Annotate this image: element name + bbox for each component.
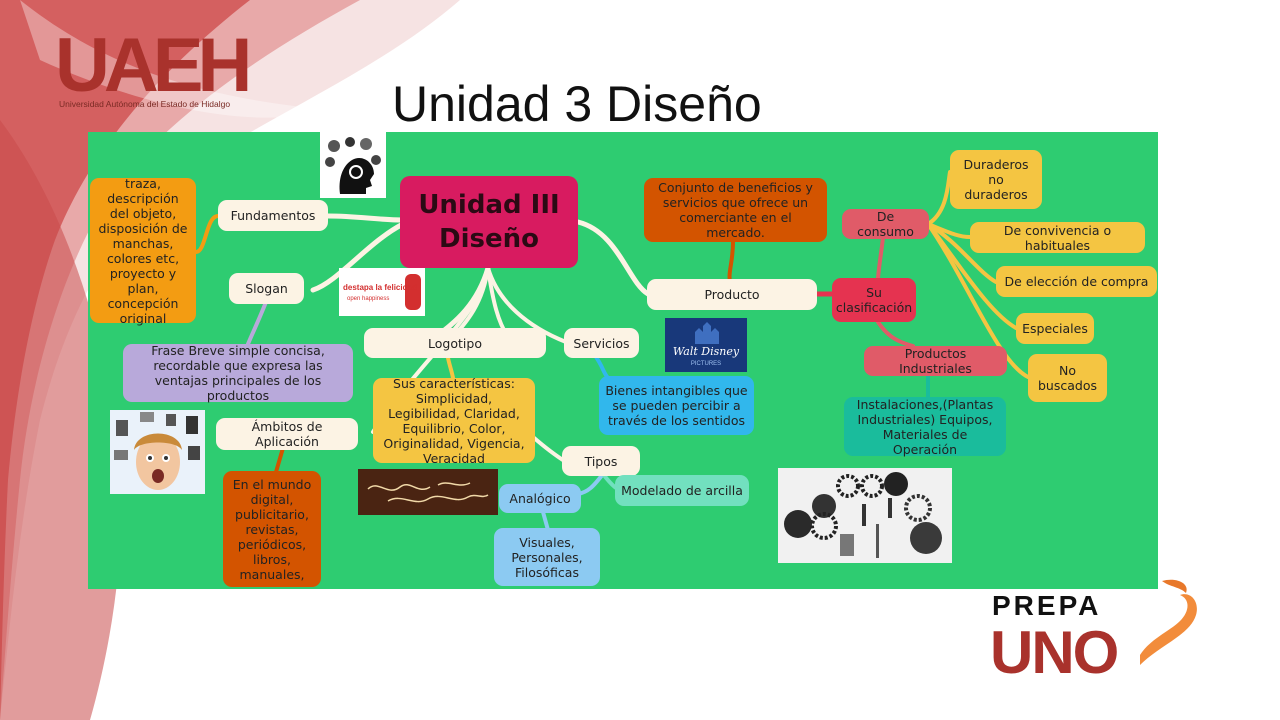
neon-sign-image — [358, 469, 498, 515]
consumo-item-no-buscados: No buscados — [1028, 354, 1107, 402]
visuales-detail: Visuales, Personales, Filosóficas — [494, 528, 600, 586]
consumo-item-duraderos: Duraderos no duraderos — [950, 150, 1042, 209]
tipos-node[interactable]: Tipos — [562, 446, 640, 476]
consumo-item-eleccion: De elección de compra — [996, 266, 1157, 297]
walt-disney-logo-image: Walt Disney PICTURES — [665, 318, 747, 372]
fundamentos-node[interactable]: Fundamentos — [218, 200, 328, 231]
disney-logo-sub: PICTURES — [691, 361, 721, 367]
surprised-man-image — [110, 410, 205, 494]
logotipo-detail: Sus características: Simplicidad, Legibi… — [373, 376, 535, 466]
prepa-logo-top-word: PREPA — [992, 590, 1101, 621]
slogan-detail: Frase Breve simple concisa, recordable q… — [123, 343, 353, 403]
slide-title: Unidad 3 Diseño — [392, 76, 762, 132]
industriales-node[interactable]: Productos Industriales — [864, 346, 1007, 376]
gears-teamwork-image — [778, 468, 952, 563]
head-gears-image — [320, 132, 386, 198]
center-node[interactable]: Unidad III Diseño — [400, 176, 578, 268]
disney-logo-text: Walt Disney — [673, 345, 740, 358]
clasificacion-node[interactable]: Su clasificación — [832, 278, 916, 322]
consumo-item-convivencia: De convivencia o habituales — [970, 222, 1145, 253]
logotipo-node[interactable]: Logotipo — [364, 328, 546, 358]
producto-node[interactable]: Producto — [647, 279, 817, 310]
fundamentos-detail: traza, descripción del objeto, disposici… — [90, 176, 196, 326]
mind-map: Unidad III Diseño Fundamentos traza, des… — [88, 132, 1158, 589]
analogico-node[interactable]: Analógico — [499, 484, 581, 513]
prepa-logo-bottom-word: UNO — [990, 619, 1118, 685]
coca-cola-image: destapa la felicidad open happiness — [339, 268, 425, 316]
consumo-item-especiales: Especiales — [1016, 313, 1094, 344]
servicios-detail: Bienes intangibles que se pueden percibi… — [599, 376, 754, 435]
servicios-node[interactable]: Servicios — [564, 328, 639, 358]
coca-cola-slogan-text: destapa la felicidad — [343, 283, 417, 292]
ambitos-node[interactable]: Ámbitos de Aplicación — [216, 418, 358, 450]
uaeh-logo-subtitle: Universidad Autónoma del Estado de Hidal… — [59, 99, 231, 109]
modelado-node: Modelado de arcilla — [615, 475, 749, 506]
ambitos-detail: En el mundo digital, publicitario, revis… — [223, 471, 321, 587]
coca-cola-sub-text: open happiness — [347, 296, 389, 302]
uaeh-logo: UAEH Universidad Autónoma del Estado de … — [55, 28, 270, 110]
producto-detail: Conjunto de beneficios y servicios que o… — [644, 178, 827, 242]
consumo-node[interactable]: De consumo — [842, 209, 929, 239]
industriales-detail: Instalaciones,(Plantas Industriales) Equ… — [844, 397, 1006, 457]
slogan-node[interactable]: Slogan — [229, 273, 304, 304]
prepa-uno-logo: PREPA UNO — [990, 575, 1215, 686]
uaeh-logo-letters: UAEH — [55, 23, 252, 108]
